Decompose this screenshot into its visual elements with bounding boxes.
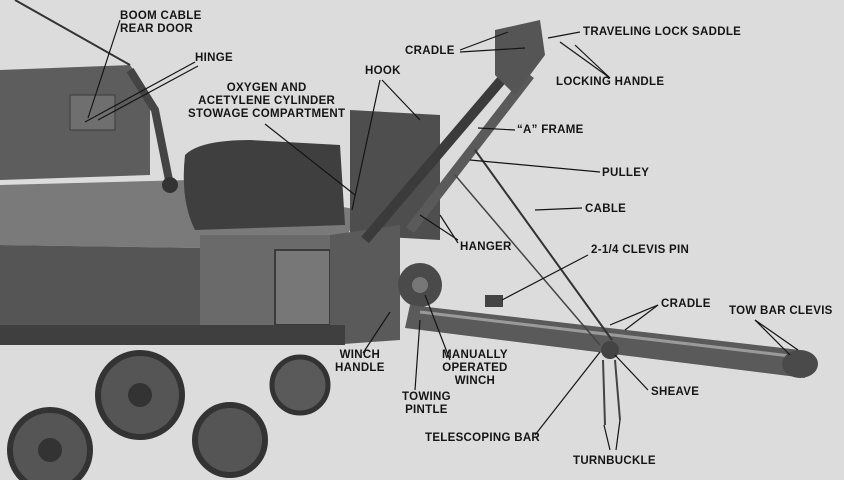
road-wheel-3	[192, 402, 268, 478]
label-cradle-top: CRADLE	[405, 45, 455, 57]
a-frame-top	[495, 20, 545, 95]
label-oxygen-line1: OXYGEN AND	[226, 82, 307, 94]
label-cable: CABLE	[585, 203, 627, 215]
label-cradle-bottom: CRADLE	[661, 298, 711, 310]
track-upper	[0, 325, 345, 345]
label-hook: HOOK	[365, 65, 401, 77]
turnbuckle-chain-2	[614, 359, 621, 421]
label-rear-door-line2: REAR DOOR	[120, 23, 193, 35]
turnbuckle-chain-1	[602, 359, 606, 426]
leader-lines	[84, 19, 799, 451]
label-manually-operated-winch: MANUALLY OPERATED WINCH	[442, 349, 508, 388]
label-operated-line2: OPERATED	[442, 362, 508, 374]
label-boom-cable-line1: BOOM CABLE	[120, 10, 202, 22]
stowage-compartment	[350, 110, 440, 240]
road-wheel-2-hub	[128, 383, 152, 407]
label-oxygen-acetylene: OXYGEN AND ACETYLENE CYLINDER STOWAGE CO…	[188, 82, 345, 121]
tarp-cover	[183, 140, 345, 230]
rear-plate	[330, 225, 400, 345]
boom-arm	[126, 67, 174, 186]
winch-hub	[412, 277, 428, 293]
clevis-pin-block	[485, 295, 503, 307]
label-clevis-pin: 2-1/4 CLEVIS PIN	[591, 244, 690, 256]
tow-bar-highlight	[419, 310, 791, 358]
label-pulley: PULLEY	[602, 167, 650, 179]
label-oxygen-line2: ACETYLENE CYLINDER	[198, 95, 336, 107]
label-winch-line3: WINCH	[454, 375, 496, 387]
road-wheel-1-hub	[38, 438, 62, 462]
cable-line	[474, 149, 613, 341]
rear-door-panel	[69, 94, 116, 131]
a-frame-leg-2	[406, 71, 534, 234]
cable-line-2	[454, 174, 601, 346]
label-towing-pintle: TOWING PINTLE	[402, 391, 451, 417]
label-pintle-line2: PINTLE	[405, 404, 448, 416]
label-winch-handle-line2: HANDLE	[335, 362, 385, 374]
label-tow-bar-clevis: TOW BAR CLEVIS	[729, 305, 833, 317]
label-traveling-lock-saddle: TRAVELING LOCK SADDLE	[583, 26, 742, 38]
idler-wheel	[269, 354, 331, 416]
label-boom-cable-rear-door: BOOM CABLE REAR DOOR	[120, 10, 202, 36]
label-telescoping-bar: TELESCOPING BAR	[425, 432, 541, 444]
sheave	[601, 341, 619, 359]
boom-pivot	[162, 177, 178, 193]
label-winch-handle-line1: WINCH	[339, 349, 381, 361]
label-oxygen-line3: STOWAGE COMPARTMENT	[188, 108, 346, 120]
label-sheave: SHEAVE	[651, 386, 700, 398]
label-hinge: HINGE	[195, 52, 233, 64]
a-frame-leg-1	[361, 66, 514, 244]
label-a-frame: “A” FRAME	[517, 124, 584, 136]
label-locking-handle: LOCKING HANDLE	[556, 76, 665, 88]
label-winch-handle: WINCH HANDLE	[335, 349, 385, 375]
label-towing-line1: TOWING	[402, 391, 451, 403]
tow-bar-clevis-end	[782, 350, 818, 378]
boom-cable-line	[14, 0, 131, 66]
label-turnbuckle: TURNBUCKLE	[573, 455, 656, 467]
side-box-door	[274, 249, 331, 326]
label-manually-line1: MANUALLY	[442, 349, 508, 361]
label-hanger: HANGER	[460, 241, 512, 253]
